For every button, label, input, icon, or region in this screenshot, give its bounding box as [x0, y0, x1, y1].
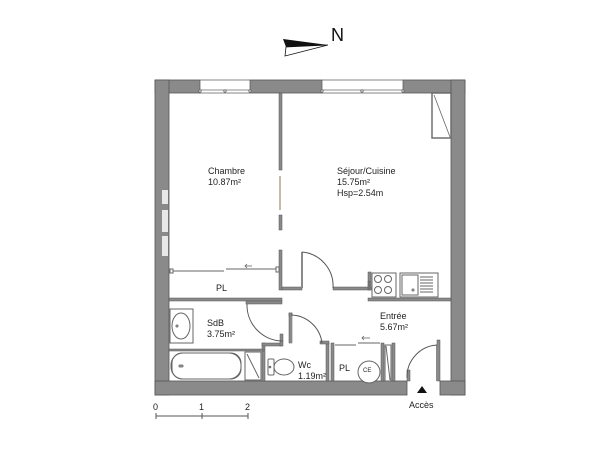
wall-openings [162, 190, 168, 256]
scale-tick-2: 2 [245, 402, 251, 412]
bathtub-icon [170, 352, 242, 380]
room-name-wc: Wc [298, 360, 311, 370]
room-name-entree: Entrée [380, 311, 407, 321]
room-name-pl2: PL [339, 363, 351, 373]
room-area-wc: 1.19m² [298, 371, 327, 381]
closet-pl2-door [335, 335, 380, 346]
partitions [168, 92, 452, 382]
water-heater-icon [357, 360, 381, 384]
room-name-chambre: Chambre [208, 166, 246, 176]
room-name-pl: PL [216, 283, 228, 293]
room-name-sejour: Séjour/Cuisine [337, 166, 396, 176]
duct-shaft-2 [384, 344, 392, 382]
room-area-sejour: 15.75m² [337, 177, 371, 187]
kitchen-sink-icon [399, 272, 439, 298]
scale-bar [155, 413, 249, 419]
toilet-icon [267, 358, 295, 376]
kitchen-hob-icon [371, 272, 397, 298]
door-swings [246, 251, 438, 381]
access-label: Accès [409, 400, 434, 410]
north-label: N [331, 25, 344, 45]
room-name-sdb: SdB [207, 318, 225, 328]
window [320, 79, 405, 94]
washbasin-icon [169, 308, 194, 344]
room-area-entree: 5.67m² [380, 322, 409, 332]
closet-pl [169, 263, 280, 274]
room-height-sejour: Hsp=2.54m [337, 188, 384, 198]
duct-shaft [244, 351, 262, 381]
room-area-sdb: 3.75m² [207, 329, 236, 339]
north-arrow-icon [283, 39, 329, 57]
scale-tick-0: 0 [153, 402, 159, 412]
access-arrow-icon [417, 386, 427, 393]
cupboard-top-right [431, 92, 452, 139]
kitchen-stub-detail [367, 280, 371, 290]
outer-walls [154, 79, 466, 396]
room-area-chambre: 10.87m² [208, 177, 242, 187]
scale-tick-1: 1 [199, 402, 205, 412]
water-heater-label: CE [363, 368, 372, 374]
window [198, 79, 252, 94]
